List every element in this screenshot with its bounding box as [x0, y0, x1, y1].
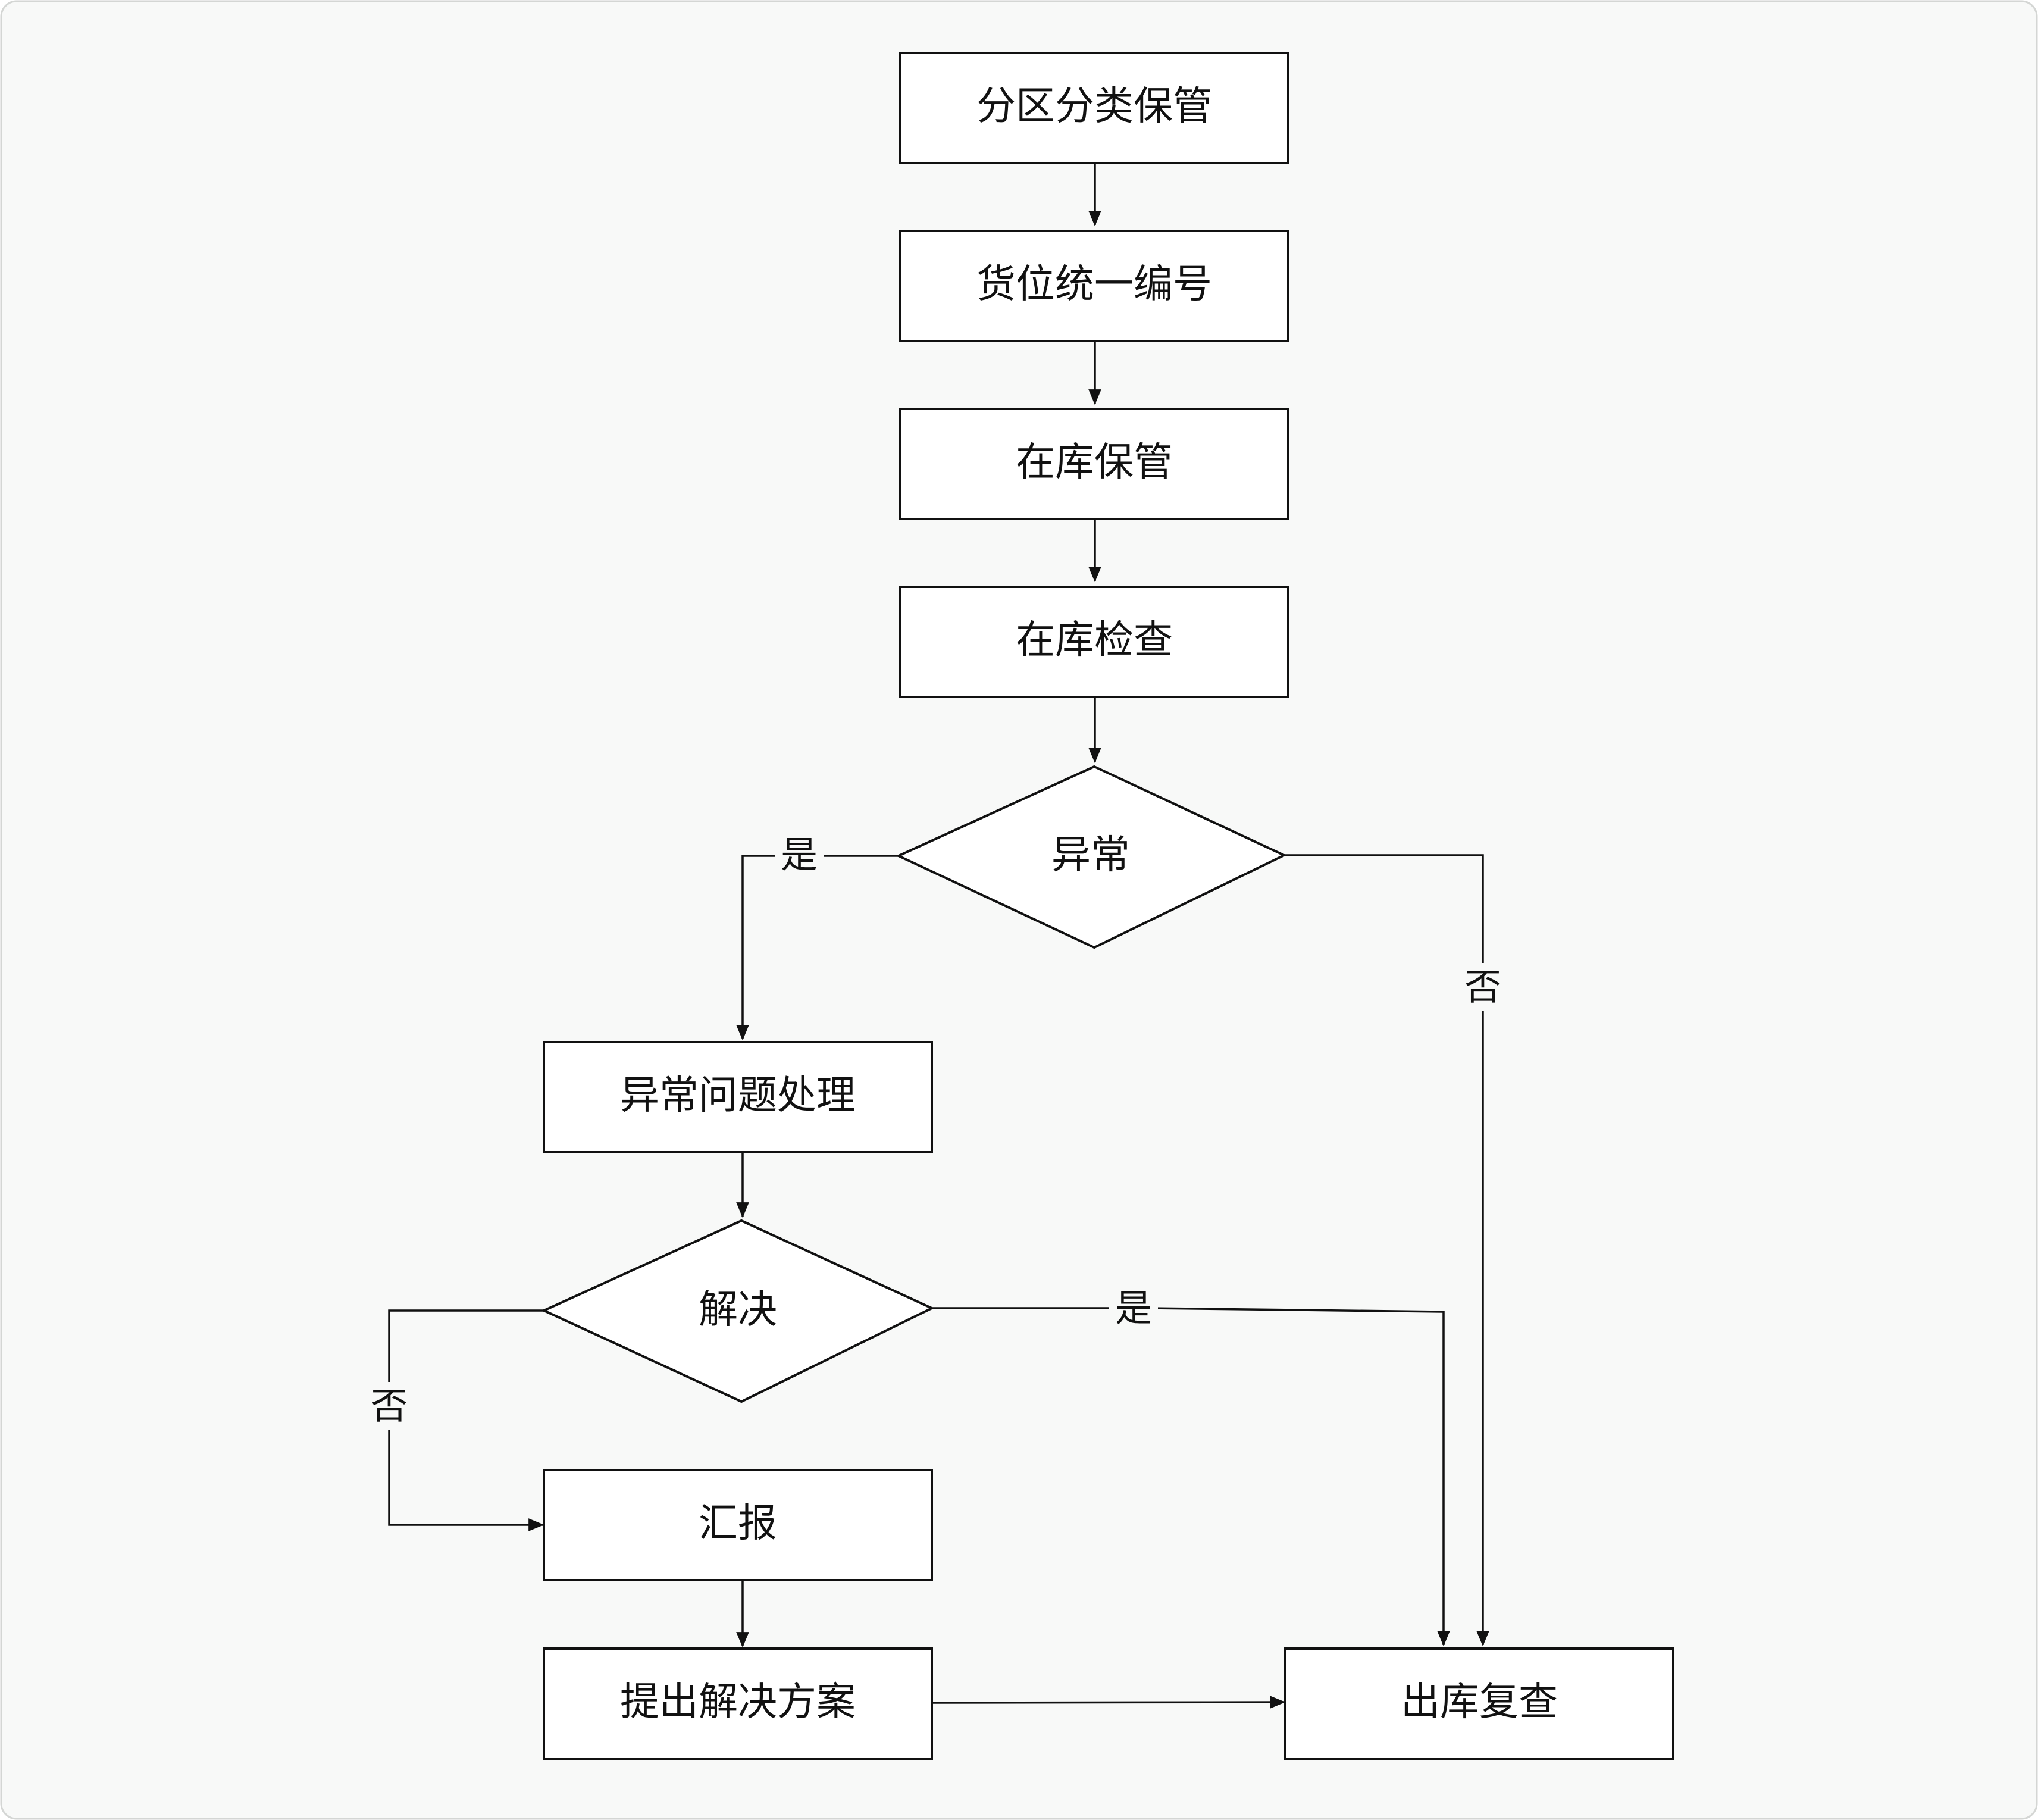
nodes: 分区分类保管 货位统一编号 在库保管 在库检查 异常 异常问题处理 解决: [541, 52, 1674, 1760]
edges: [388, 163, 1489, 1709]
node-in-stock-inspection: 在库检查: [899, 586, 1289, 698]
decision-diamond: [541, 1219, 935, 1403]
edge-label-bg: [365, 1382, 414, 1430]
process-box: [1284, 1647, 1674, 1760]
edge-labels: 是 否 是 否: [365, 832, 1507, 1430]
process-box: [899, 586, 1289, 698]
node-propose-solution: 提出解决方案: [543, 1647, 933, 1760]
edge-label-bg: [1109, 1284, 1158, 1332]
process-box: [899, 408, 1289, 520]
node-abnormal-handling: 异常问题处理: [543, 1041, 933, 1153]
node-label: 在库检查: [1016, 617, 1173, 663]
edge-label-d2-yes: 是: [1115, 1287, 1152, 1330]
process-box: [543, 1041, 933, 1153]
node-label: 异常问题处理: [620, 1072, 856, 1118]
edge-label-d1-no: 否: [1464, 965, 1501, 1009]
edge-d2-yes: [932, 1307, 1450, 1647]
edge-d1-yes: [736, 855, 899, 1041]
edge-label-d1-yes: 是: [781, 833, 818, 877]
node-label: 汇报: [699, 1500, 777, 1546]
node-label: 出库复查: [1401, 1679, 1558, 1725]
node-outbound-recheck: 出库复查: [1284, 1647, 1674, 1760]
process-box: [543, 1647, 933, 1760]
edge-n7-n8: [932, 1696, 1286, 1709]
node-partition-storage: 分区分类保管: [899, 52, 1289, 164]
decision-resolved: 解决: [541, 1219, 935, 1403]
decision-abnormal: 异常: [896, 765, 1287, 949]
node-label: 货位统一编号: [976, 261, 1212, 307]
edge-label-bg: [775, 832, 824, 880]
node-in-stock-storage: 在库保管: [899, 408, 1289, 520]
node-label: 分区分类保管: [976, 83, 1212, 129]
process-box: [899, 52, 1289, 164]
node-label: 在库保管: [1016, 439, 1173, 485]
node-label: 提出解决方案: [620, 1679, 856, 1725]
process-box: [543, 1469, 933, 1581]
decision-label: 异常: [1051, 832, 1130, 878]
node-location-numbering: 货位统一编号: [899, 230, 1289, 342]
edge-label-bg: [1458, 963, 1507, 1011]
node-report: 汇报: [543, 1469, 933, 1581]
edge-label-d2-no: 否: [371, 1384, 408, 1428]
decision-diamond: [896, 765, 1287, 949]
decision-label: 解决: [699, 1287, 777, 1333]
edge-d1-no: [1284, 854, 1489, 1647]
process-box: [899, 230, 1289, 342]
